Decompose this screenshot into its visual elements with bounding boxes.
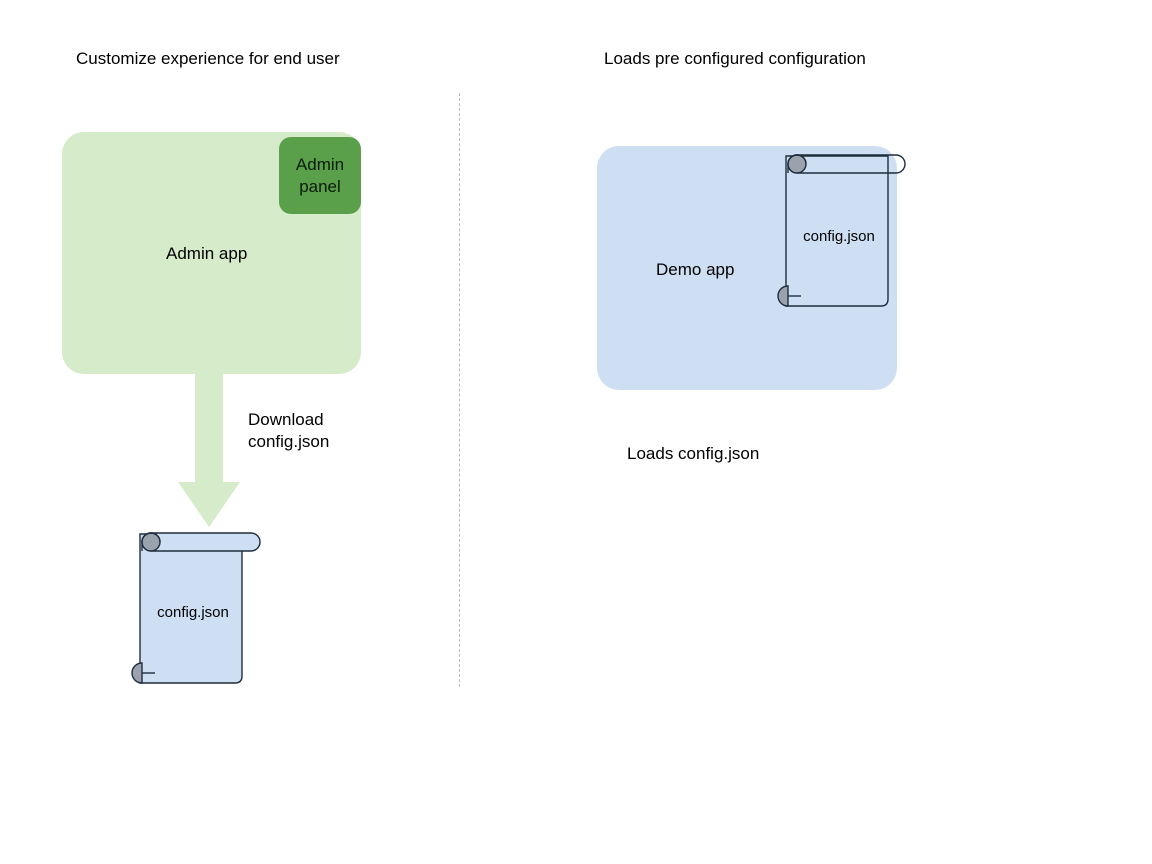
admin-panel-label-stack: Admin panel (296, 154, 344, 198)
admin-panel-badge[interactable]: Admin panel (279, 137, 361, 214)
config-json-document-left[interactable] (122, 530, 264, 688)
download-arrow-icon (176, 372, 242, 528)
download-arrow-label: Download config.json (248, 409, 329, 453)
config-json-document-right[interactable] (768, 152, 910, 312)
right-section-title: Loads pre configured configuration (604, 49, 866, 68)
config-json-label-right: config.json (803, 228, 875, 245)
download-arrow-label-line2: config.json (248, 432, 330, 451)
admin-panel-label-line1: Admin (295, 154, 345, 174)
left-section-title: Customize experience for end user (76, 49, 340, 68)
demo-app-box[interactable] (597, 146, 897, 390)
panel-divider (459, 93, 460, 687)
loads-config-caption: Loads config.json (627, 444, 760, 463)
config-json-label-left: config.json (157, 604, 229, 621)
admin-app-label: Admin app (166, 244, 248, 263)
download-arrow-label-line1: Download (248, 410, 324, 429)
demo-app-label: Demo app (656, 260, 735, 279)
admin-panel-label-line2: panel (299, 176, 341, 196)
